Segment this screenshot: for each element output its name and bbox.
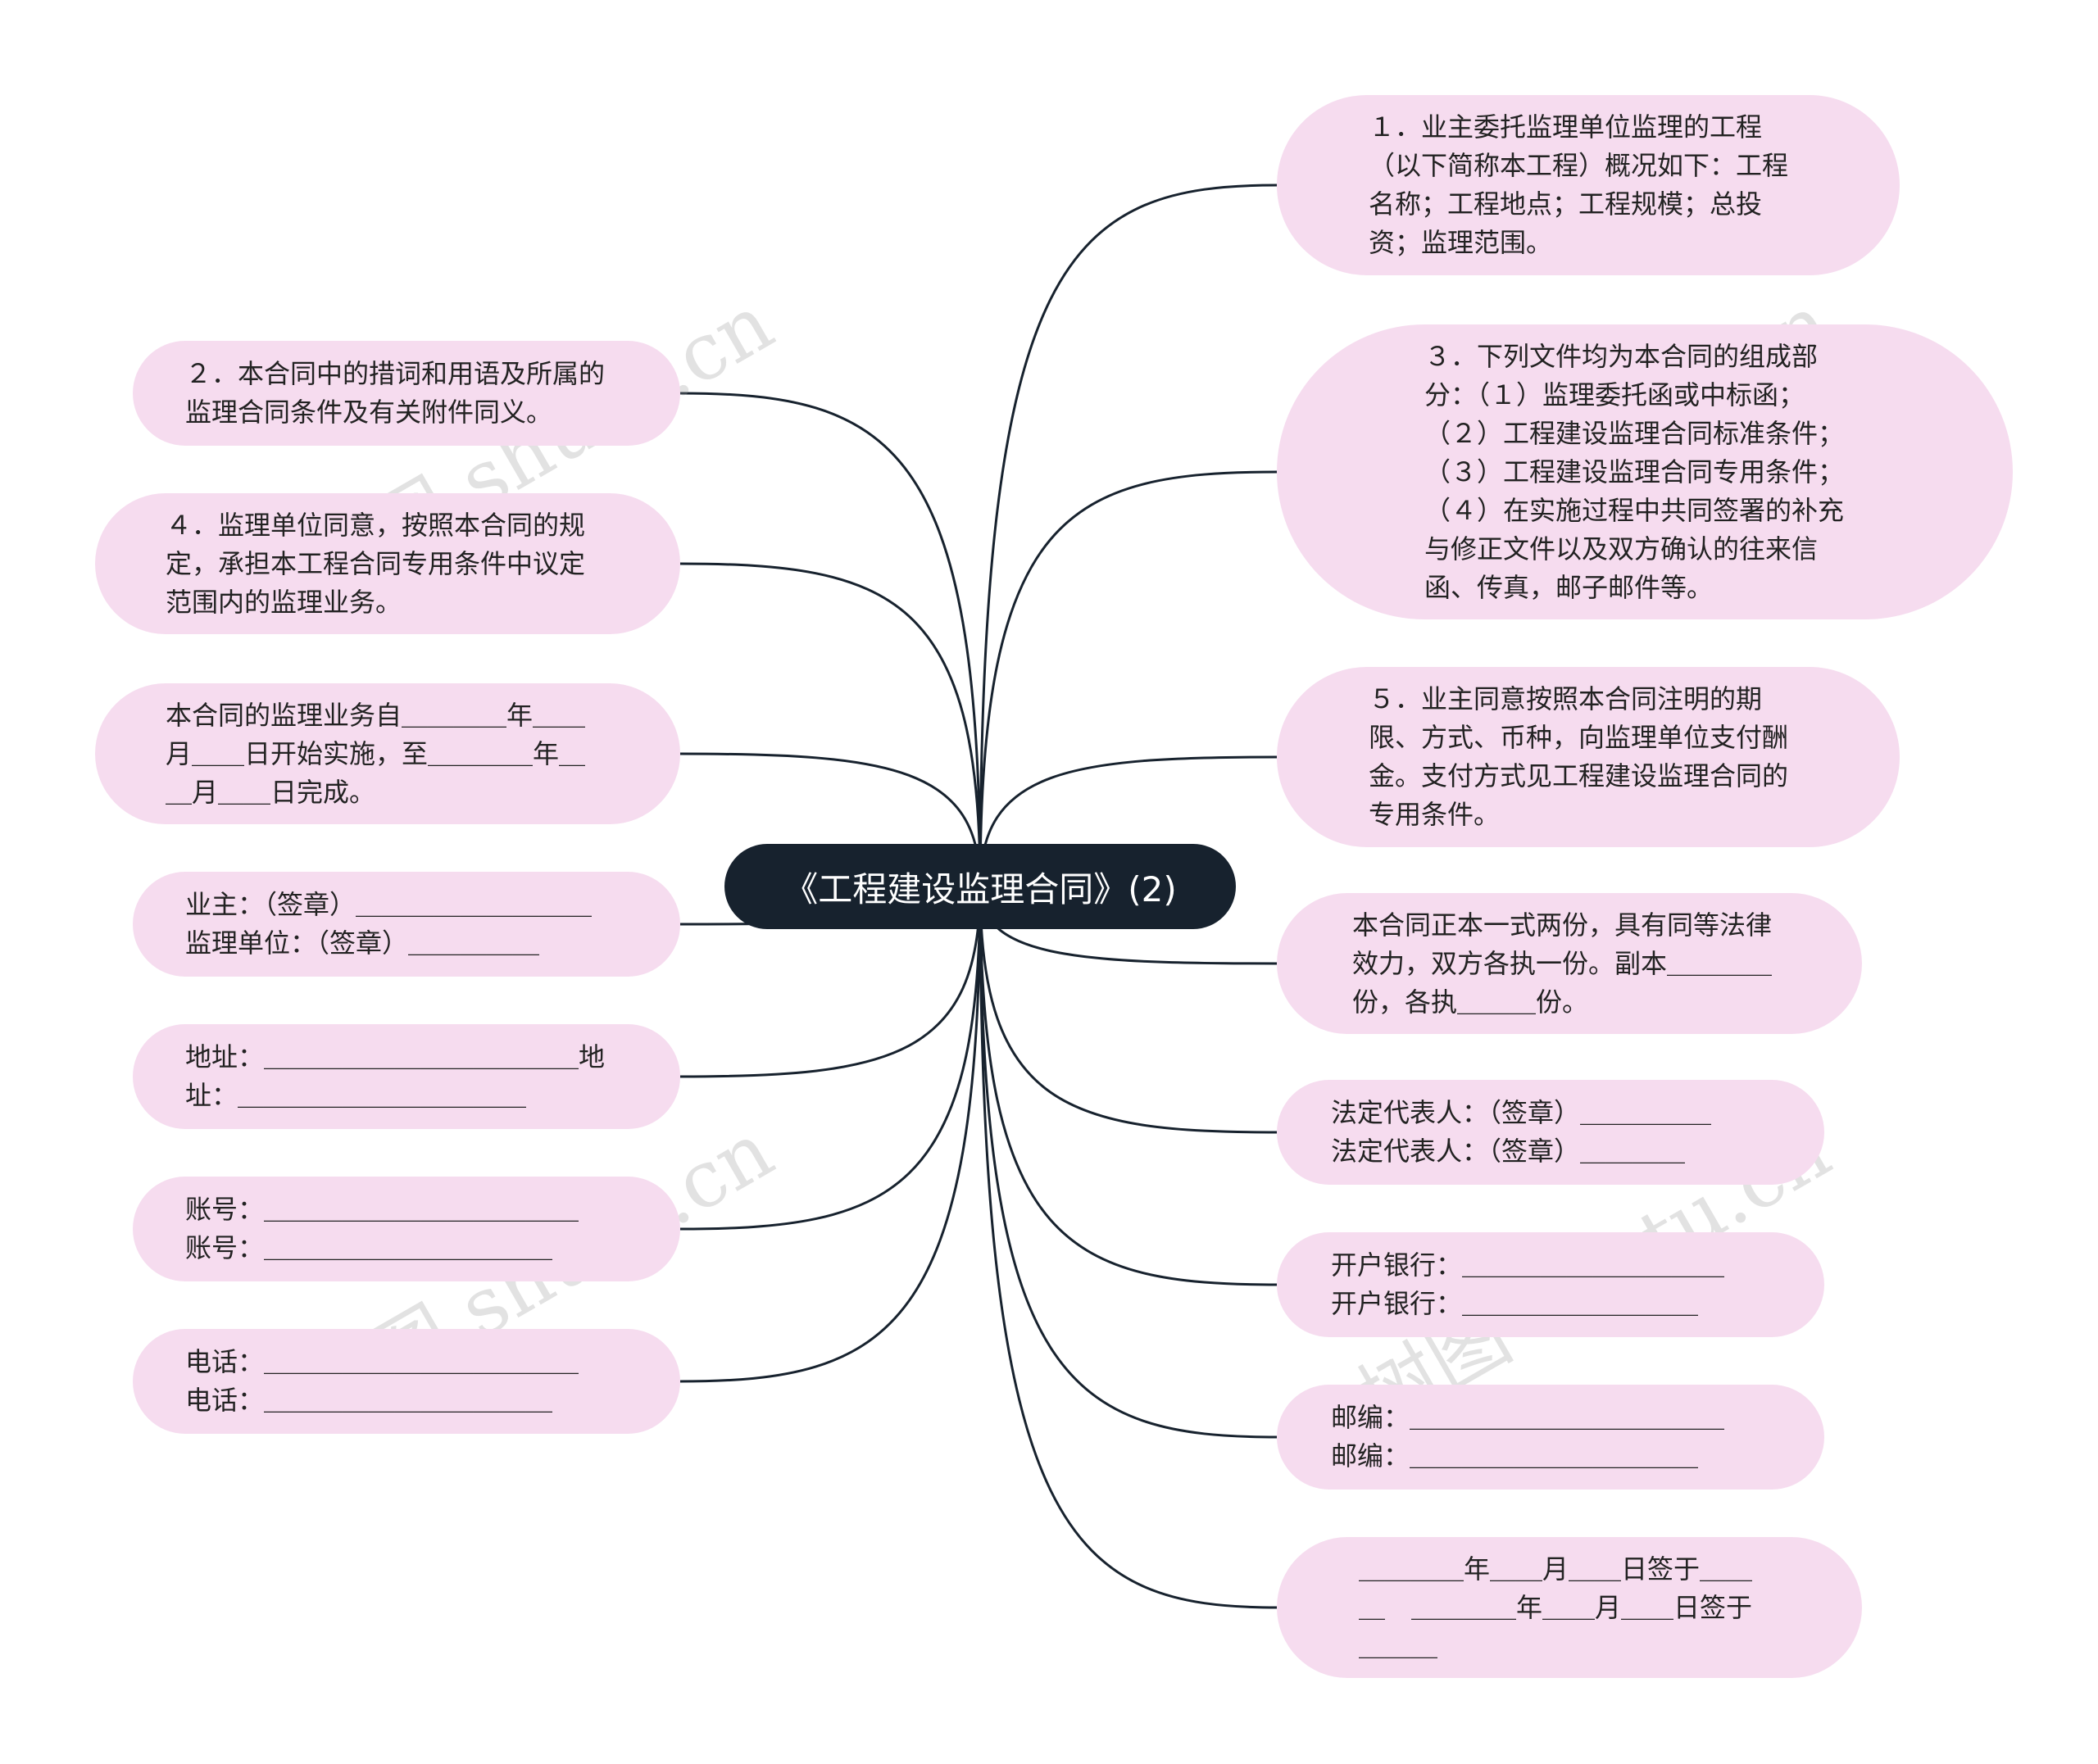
topic-node[interactable]: ２．本合同中的措词和用语及所属的监理合同条件及有关附件同义。 xyxy=(133,341,680,446)
connector-line xyxy=(679,886,982,1383)
topic-node[interactable]: 本合同的监理业务自＿＿＿＿年＿＿月＿＿日开始实施，至＿＿＿＿年＿＿月＿＿日完成。 xyxy=(95,683,680,824)
root-topic[interactable]: 《工程建设监理合同》(2) xyxy=(724,844,1236,929)
topic-node[interactable]: ５．业主同意按照本合同注明的期限、方式、币种，向监理单位支付酬金。支付方式见工程… xyxy=(1277,667,1900,847)
topic-text: 本合同正本一式两份，具有同等法律效力，双方各执一份。副本＿＿＿＿份，各执＿＿＿份… xyxy=(1352,909,1773,1018)
topic-node[interactable]: 本合同正本一式两份，具有同等法律效力，双方各执一份。副本＿＿＿＿份，各执＿＿＿份… xyxy=(1277,893,1862,1034)
topic-text: 地址：＿＿＿＿＿＿＿＿＿＿＿＿地址：＿＿＿＿＿＿＿＿＿＿＿ xyxy=(185,1041,606,1111)
topic-text: 业主：（签章）＿＿＿＿＿＿＿＿＿ 监理单位：（签章）＿＿＿＿＿ xyxy=(185,889,593,959)
topic-node[interactable]: ４．监理单位同意，按照本合同的规定，承担本工程合同专用条件中议定范围内的监理业务… xyxy=(95,493,680,634)
topic-text: 电话：＿＿＿＿＿＿＿＿＿＿＿＿ 电话：＿＿＿＿＿＿＿＿＿＿＿ xyxy=(185,1346,579,1416)
connector-line xyxy=(679,562,982,887)
topic-text: 本合同的监理业务自＿＿＿＿年＿＿月＿＿日开始实施，至＿＿＿＿年＿＿月＿＿日完成。 xyxy=(166,699,586,808)
connector-line xyxy=(979,886,1278,1286)
topic-text: １．业主委托监理单位监理的工程（以下简称本工程）概况如下：工程名称；工程地点；工… xyxy=(1369,111,1789,258)
topic-text: 开户银行：＿＿＿＿＿＿＿＿＿＿ 开户银行：＿＿＿＿＿＿＿＿＿ xyxy=(1331,1249,1725,1319)
topic-text: 邮编：＿＿＿＿＿＿＿＿＿＿＿＿ 邮编：＿＿＿＿＿＿＿＿＿＿＿ xyxy=(1331,1402,1725,1472)
topic-text: 账号：＿＿＿＿＿＿＿＿＿＿＿＿ 账号：＿＿＿＿＿＿＿＿＿＿＿ xyxy=(185,1194,579,1263)
topic-node[interactable]: １．业主委托监理单位监理的工程（以下简称本工程）概况如下：工程名称；工程地点；工… xyxy=(1277,95,1900,275)
topic-text: ＿＿＿＿年＿＿月＿＿日签于＿＿＿ ＿＿＿＿年＿＿月＿＿日签于＿＿＿ xyxy=(1359,1553,1753,1662)
topic-node[interactable]: 业主：（签章）＿＿＿＿＿＿＿＿＿ 监理单位：（签章）＿＿＿＿＿ xyxy=(133,872,680,977)
connector-line xyxy=(679,886,982,1231)
topic-text: ５．业主同意按照本合同注明的期限、方式、币种，向监理单位支付酬金。支付方式见工程… xyxy=(1369,683,1789,830)
topic-node[interactable]: 账号：＿＿＿＿＿＿＿＿＿＿＿＿ 账号：＿＿＿＿＿＿＿＿＿＿＿ xyxy=(133,1177,680,1281)
topic-text: ３．下列文件均为本合同的组成部分：（１）监理委托函或中标函；（２）工程建设监理合… xyxy=(1424,340,1845,603)
connector-line xyxy=(979,184,1278,887)
topic-node[interactable]: 电话：＿＿＿＿＿＿＿＿＿＿＿＿ 电话：＿＿＿＿＿＿＿＿＿＿＿ xyxy=(133,1329,680,1434)
connector-line xyxy=(979,886,1278,1134)
topic-text: ２．本合同中的措词和用语及所属的监理合同条件及有关附件同义。 xyxy=(185,358,606,428)
topic-node[interactable]: 地址：＿＿＿＿＿＿＿＿＿＿＿＿地址：＿＿＿＿＿＿＿＿＿＿＿ xyxy=(133,1024,680,1129)
topic-text: 法定代表人：（签章）＿＿＿＿＿ 法定代表人：（签章）＿＿＿＿ xyxy=(1331,1097,1712,1167)
topic-node[interactable]: 邮编：＿＿＿＿＿＿＿＿＿＿＿＿ 邮编：＿＿＿＿＿＿＿＿＿＿＿ xyxy=(1277,1385,1824,1490)
topic-text: ４．监理单位同意，按照本合同的规定，承担本工程合同专用条件中议定范围内的监理业务… xyxy=(166,509,586,618)
root-title: 《工程建设监理合同》(2) xyxy=(783,868,1177,909)
connector-line xyxy=(979,470,1278,887)
connector-line xyxy=(679,392,982,887)
connector-line xyxy=(979,886,1278,1609)
topic-node[interactable]: ＿＿＿＿年＿＿月＿＿日签于＿＿＿ ＿＿＿＿年＿＿月＿＿日签于＿＿＿ xyxy=(1277,1537,1862,1678)
connector-line xyxy=(979,886,1278,1439)
topic-node[interactable]: ３．下列文件均为本合同的组成部分：（１）监理委托函或中标函；（２）工程建设监理合… xyxy=(1277,324,2013,619)
connector-line xyxy=(679,886,982,1078)
connector-line xyxy=(679,752,982,887)
topic-node[interactable]: 开户银行：＿＿＿＿＿＿＿＿＿＿ 开户银行：＿＿＿＿＿＿＿＿＿ xyxy=(1277,1232,1824,1337)
topic-node[interactable]: 法定代表人：（签章）＿＿＿＿＿ 法定代表人：（签章）＿＿＿＿ xyxy=(1277,1080,1824,1185)
